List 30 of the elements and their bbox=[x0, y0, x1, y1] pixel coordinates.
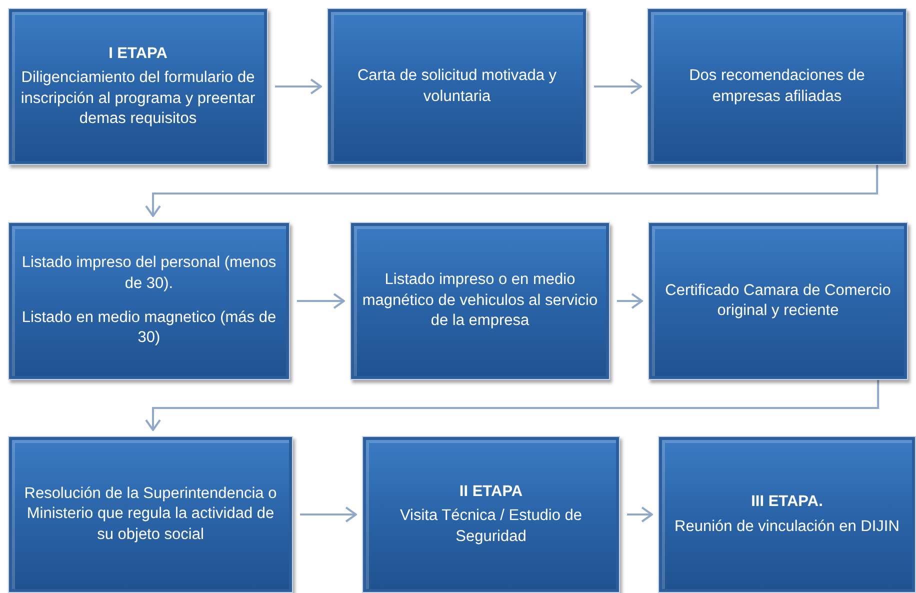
step-text: Visita Técnica / Estudio de Seguridad bbox=[398, 506, 584, 547]
step-text: Resolución de la Superintendencia o Ministerio que regula la actividad de su objeto social bbox=[23, 484, 278, 545]
process-box bbox=[8, 8, 268, 165]
process-box bbox=[362, 436, 620, 593]
step-text: Dos recomendaciones de empresas afiliadas bbox=[688, 66, 866, 106]
stage-heading: III ETAPA. bbox=[751, 492, 823, 512]
step-text: Listado en medio magnetico (más de 30) bbox=[20, 308, 278, 348]
step-text: Carta de solicitud motivada y voluntaria bbox=[356, 66, 558, 106]
step-text: Listado impreso o en medio magnético de vehiculos al servicio de la empresa bbox=[361, 270, 599, 332]
arrow bbox=[297, 293, 345, 309]
stage-heading: I ETAPA bbox=[108, 44, 168, 64]
step-text: Certificado Camara de Comercio original y reciente bbox=[664, 280, 892, 321]
step-text: Diligenciamiento del formulario de inscripción al programa y preentar demas requisitos bbox=[20, 68, 256, 129]
arrow bbox=[627, 506, 653, 522]
arrow bbox=[145, 165, 878, 217]
process-box bbox=[648, 222, 908, 380]
arrow bbox=[617, 293, 643, 309]
process-box bbox=[647, 8, 907, 165]
stage-heading: II ETAPA bbox=[459, 482, 523, 502]
arrow bbox=[594, 78, 642, 94]
arrow bbox=[300, 506, 357, 522]
arrow bbox=[275, 78, 322, 94]
process-box bbox=[8, 222, 290, 380]
arrow bbox=[145, 380, 880, 431]
step-text: Listado impreso del personal (menos de 30). bbox=[20, 253, 278, 294]
process-box bbox=[658, 436, 916, 593]
process-box bbox=[8, 436, 293, 593]
process-box bbox=[350, 222, 610, 380]
step-text: Reunión de vinculación en DIJIN bbox=[674, 516, 900, 536]
process-box bbox=[327, 8, 587, 165]
